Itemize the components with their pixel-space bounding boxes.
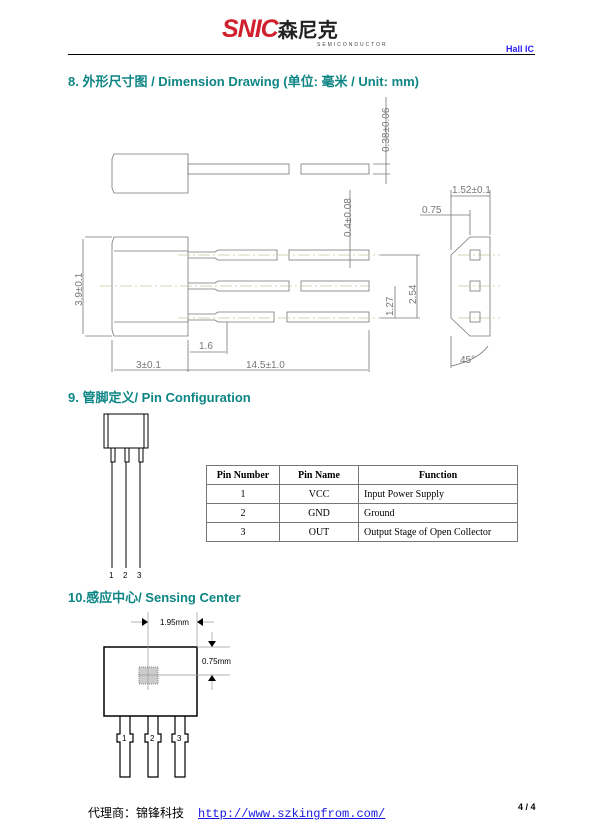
pin-table: Pin Number Pin Name Function 1 VCC Input… xyxy=(206,465,518,542)
sensing-horizontal-offset: 1.95mm xyxy=(160,618,189,627)
dim-angle: 45° xyxy=(460,355,475,366)
dim-pitch-half: 1.27 xyxy=(385,296,396,316)
dim-body-height: 3.9±0.1 xyxy=(74,272,85,306)
company-logo: SNIC森尼克 SEMICONDUCTOR xyxy=(222,15,388,48)
table-header-row: Pin Number Pin Name Function xyxy=(206,465,518,485)
dim-side-offset: 0.75 xyxy=(422,205,442,216)
pin-label-2: 2 xyxy=(123,571,128,580)
header-divider xyxy=(68,54,535,55)
table-row: 1 VCC Input Power Supply xyxy=(206,484,518,504)
pin-label-1: 1 xyxy=(109,571,114,580)
dim-pitch: 2.54 xyxy=(408,284,419,304)
sensing-vertical-offset: 0.75mm xyxy=(202,657,231,666)
sensing-pin-3: 3 xyxy=(177,734,182,743)
cell-function: Output Stage of Open Collector xyxy=(358,522,518,542)
page-number: 4 / 4 xyxy=(518,802,536,812)
table-row: 2 GND Ground xyxy=(206,503,518,523)
product-type: Hall IC xyxy=(505,44,534,54)
section-heading-dimension: 8. 外形尺寸图 / Dimension Drawing (单位: 毫米 / U… xyxy=(68,74,420,89)
dim-shoulder: 1.6 xyxy=(199,341,213,352)
sensing-pin-1: 1 xyxy=(122,734,127,743)
table-row: 3 OUT Output Stage of Open Collector xyxy=(206,522,518,542)
cell-function: Input Power Supply xyxy=(358,484,518,504)
dim-lead-width: 0.4±0.08 xyxy=(343,198,354,237)
pin-package-drawing: 1 2 3 xyxy=(103,413,149,580)
agent-label: 代理商：锦锋科技 xyxy=(88,806,185,820)
pin-label-3: 3 xyxy=(137,571,142,580)
dim-lead-thickness: 0.38±0.06 xyxy=(381,107,392,152)
dim-body-length: 3±0.1 xyxy=(136,360,161,371)
dim-side-width: 1.52±0.1 xyxy=(452,185,491,196)
section-heading-sensing: 10.感应中心/ Sensing Center xyxy=(68,590,241,605)
sensing-pin-2: 2 xyxy=(150,734,155,743)
website-link[interactable]: http://www.szkingfrom.com/ xyxy=(198,807,386,821)
dim-lead-length: 14.5±1.0 xyxy=(246,360,285,371)
footer: 代理商：锦锋科技 http://www.szkingfrom.com/ xyxy=(88,804,385,821)
section-heading-pin-config: 9. 管脚定义/ Pin Configuration xyxy=(68,390,251,405)
